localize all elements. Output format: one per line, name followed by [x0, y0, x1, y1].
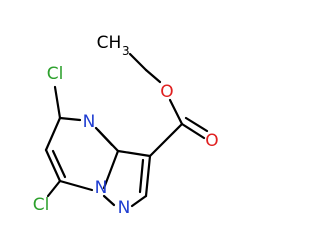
atom-labels: CH 3 O O N N N Cl Cl: [33, 33, 219, 218]
molecule-structure: CH 3 O O N N N Cl Cl: [33, 33, 219, 218]
bond-layer: [44, 52, 209, 208]
bond-ccarbonyl-c3: [148, 122, 184, 158]
pyrimidine-nitrogen-label: N: [83, 112, 96, 132]
bond-c3a-n4-inner: [94, 126, 114, 147]
top-chlorine-label: Cl: [47, 64, 64, 84]
bond-c7-n7a: [58, 179, 94, 192]
bond-oester-ccarbonyl: [168, 98, 184, 126]
bond-carbonyl-double-2: [184, 116, 209, 133]
bond-n4-c5: [58, 116, 82, 122]
ch3-label: CH: [97, 33, 122, 53]
pyrazole-nitrogen-label: N: [118, 198, 131, 218]
bond-c6-c7-inner: [51, 149, 67, 179]
bond-c3-c2: [144, 154, 152, 198]
bond-carbonyl-double-1: [180, 122, 206, 140]
carbonyl-oxygen-label: O: [205, 131, 218, 151]
ch3-subscript: 3: [122, 44, 130, 58]
bottom-chlorine-label: Cl: [33, 195, 50, 215]
bond-ch3-ch2: [128, 52, 148, 72]
bond-c6-c7: [44, 148, 62, 183]
bond-c3a-n7a: [102, 149, 120, 190]
bond-ch2-oester: [144, 68, 162, 84]
bond-n1-n7a: [102, 194, 116, 207]
bond-c5-c6: [44, 116, 62, 152]
bond-c5-cltop: [53, 85, 62, 120]
bond-c7-clbottom: [46, 179, 62, 198]
ester-oxygen-label: O: [160, 82, 173, 102]
bridge-nitrogen-label: N: [95, 178, 108, 198]
bond-c3-c2-inner: [138, 158, 145, 194]
bond-c2-n1: [130, 194, 148, 208]
bond-c3-c3a: [116, 149, 152, 158]
